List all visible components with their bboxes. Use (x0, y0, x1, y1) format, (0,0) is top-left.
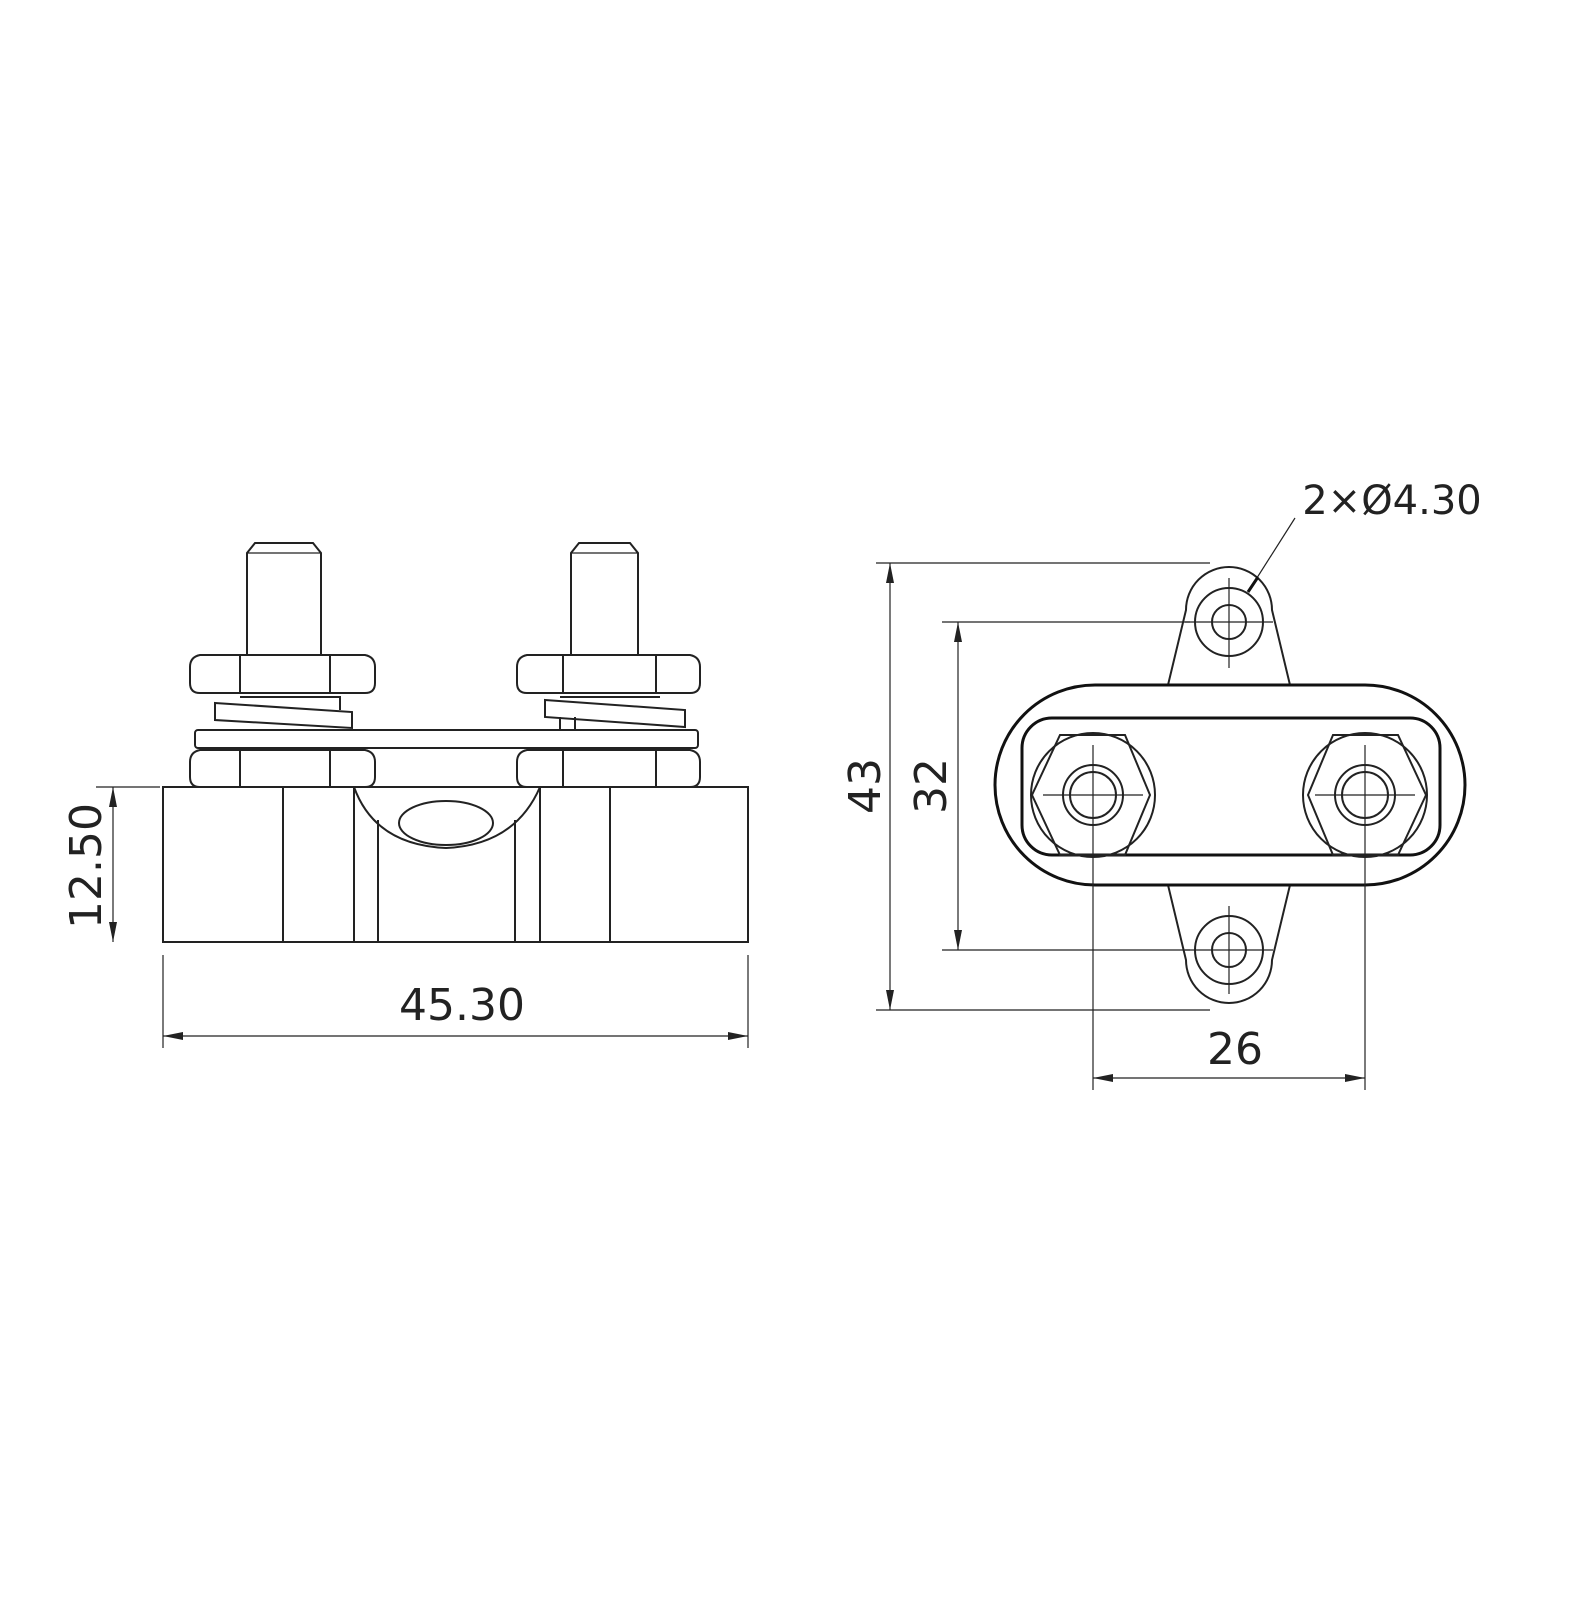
base-block (162, 786, 749, 943)
cable-hole (398, 800, 494, 846)
dimension-width: 45.30 (162, 955, 749, 1048)
left-stud (246, 542, 322, 655)
overall-height-label: 43 (840, 758, 891, 814)
hole-callout-label: 2×Ø4.30 (1302, 478, 1482, 524)
width-dimension-label: 45.30 (399, 980, 525, 1031)
terminal-right (1302, 732, 1428, 1090)
bottom-nuts (189, 749, 701, 788)
height-dimension-label: 12.50 (61, 803, 112, 929)
bus-plate (194, 729, 699, 749)
dimension-stud-spacing: 26 (1093, 1024, 1365, 1082)
right-stud (570, 542, 639, 655)
terminal-left (1030, 732, 1156, 1090)
hole-spacing-label: 32 (906, 758, 957, 814)
dimension-height: 12.50 (61, 786, 160, 942)
dimension-overall-height: 43 (840, 562, 1210, 1011)
stud-spacing-label: 26 (1207, 1024, 1263, 1075)
spring-washers (214, 696, 686, 730)
body-obround (993, 683, 1467, 887)
hole-callout: 2×Ø4.30 (1246, 478, 1482, 593)
mounting-flange (1167, 566, 1291, 1004)
top-view: 43 32 26 2×Ø4.30 (840, 478, 1482, 1090)
top-nuts (189, 654, 701, 694)
front-view: 12.50 45.30 (61, 542, 749, 1048)
dimension-hole-spacing: 32 (906, 621, 1190, 951)
